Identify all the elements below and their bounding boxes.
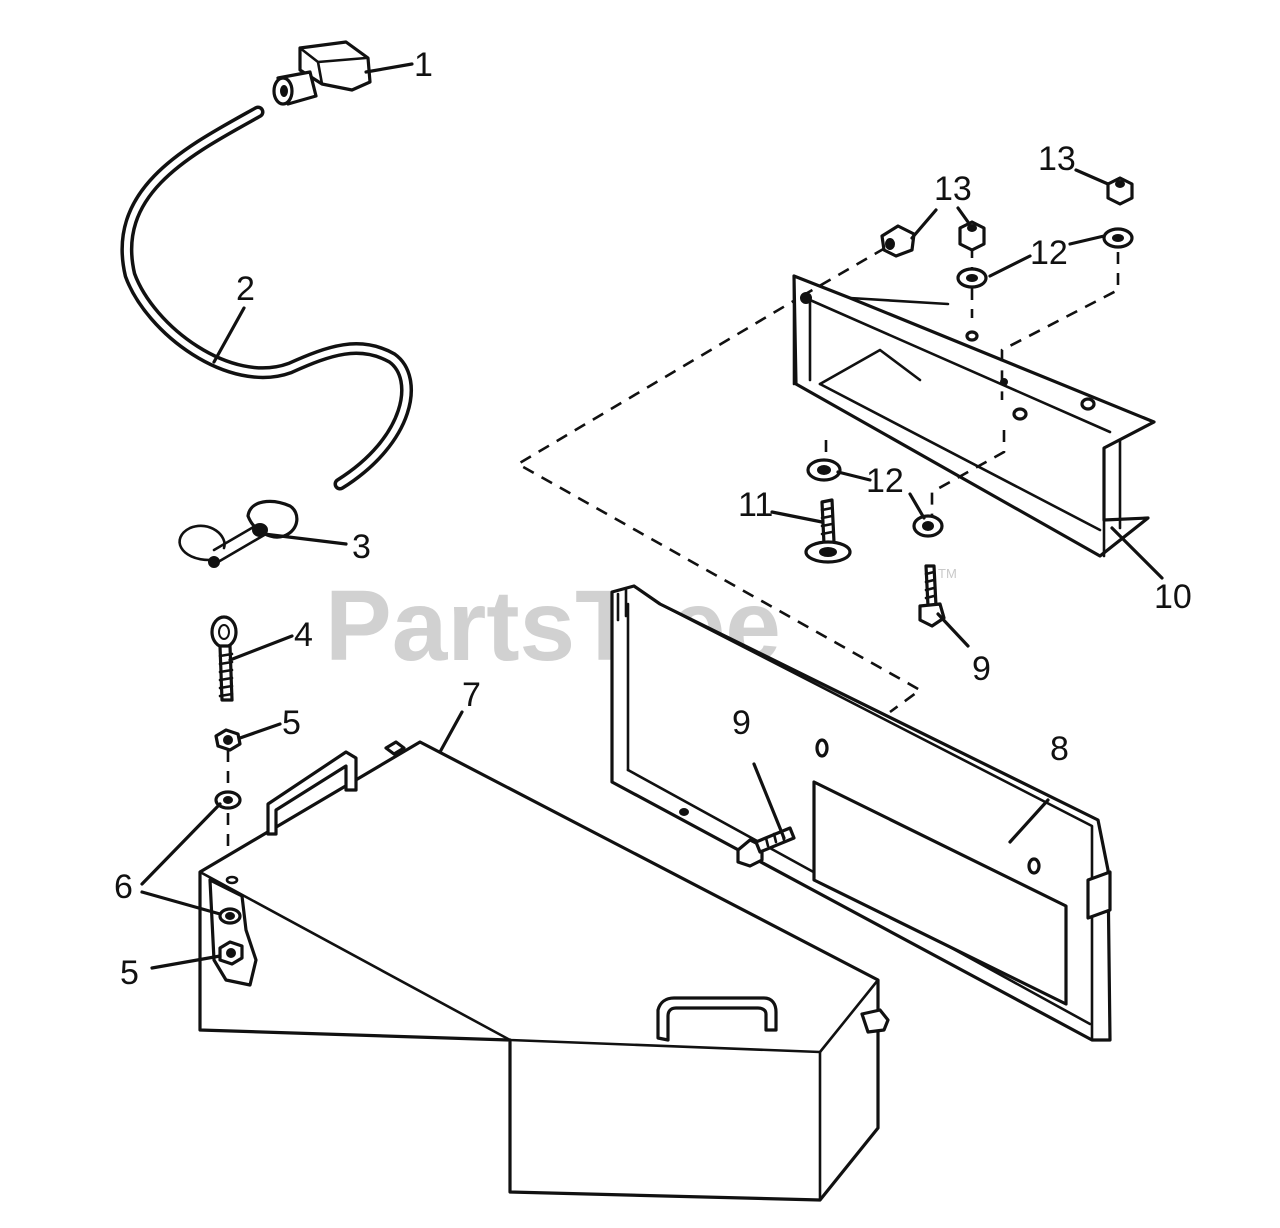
part-9-bolt-left[interactable] bbox=[736, 826, 796, 868]
callout-8: 8 bbox=[1050, 730, 1069, 768]
callout-12-upper: 12 bbox=[1030, 234, 1068, 272]
part-6-washer-upper[interactable] bbox=[214, 790, 242, 810]
part-8-chute-panel[interactable] bbox=[610, 584, 1112, 1042]
callout-1: 1 bbox=[414, 46, 433, 84]
callout-13-right: 13 bbox=[1038, 140, 1076, 178]
part-1-knob[interactable] bbox=[272, 40, 372, 106]
callout-13-middle: 13 bbox=[934, 170, 972, 208]
callout-11: 11 bbox=[738, 486, 773, 524]
part-12-washer-lower-right[interactable] bbox=[912, 514, 944, 538]
callout-4: 4 bbox=[294, 616, 313, 654]
assembly-line-nut-right bbox=[1000, 252, 1120, 400]
part-11-carriage-bolt[interactable] bbox=[804, 498, 852, 564]
part-9-bolt-right[interactable] bbox=[918, 564, 946, 628]
callout-numbers: 1 2 3 4 5 7 6 5 8 9 9 10 11 12 12 13 13 bbox=[114, 46, 1192, 992]
part-7-catcher-bin[interactable] bbox=[198, 740, 890, 1202]
part-12-washer-upper-middle[interactable] bbox=[956, 267, 988, 289]
callout-9-right: 9 bbox=[972, 650, 991, 688]
assembly-line-nut-left bbox=[801, 242, 893, 298]
part-5-nut-upper[interactable] bbox=[214, 728, 242, 752]
part-13-nut-right[interactable] bbox=[1106, 176, 1134, 206]
callout-6: 6 bbox=[114, 868, 133, 906]
watermark-trademark: TM bbox=[938, 566, 957, 581]
part-12-washer-lower-left[interactable] bbox=[806, 458, 842, 482]
callout-9-left: 9 bbox=[732, 704, 751, 742]
callout-5-lower: 5 bbox=[120, 954, 139, 992]
leader-lines bbox=[140, 62, 1164, 970]
callout-10: 10 bbox=[1154, 578, 1192, 616]
assembly-line-frame-door bbox=[515, 294, 923, 714]
part-13-nut-left[interactable] bbox=[880, 224, 916, 258]
part-2-hose[interactable] bbox=[120, 105, 413, 491]
callout-5-upper: 5 bbox=[282, 704, 301, 742]
part-12-washer-upper-right[interactable] bbox=[1102, 227, 1134, 249]
callout-12-lower: 12 bbox=[866, 462, 904, 500]
part-10-mounting-frame[interactable] bbox=[792, 274, 1156, 558]
callout-3: 3 bbox=[352, 528, 371, 566]
callout-2: 2 bbox=[236, 270, 255, 308]
part-3-snap-hook[interactable] bbox=[178, 499, 299, 568]
part-13-nut-middle[interactable] bbox=[958, 220, 986, 252]
callout-7: 7 bbox=[462, 676, 481, 714]
assembly-line-lower-washers bbox=[824, 430, 1006, 520]
